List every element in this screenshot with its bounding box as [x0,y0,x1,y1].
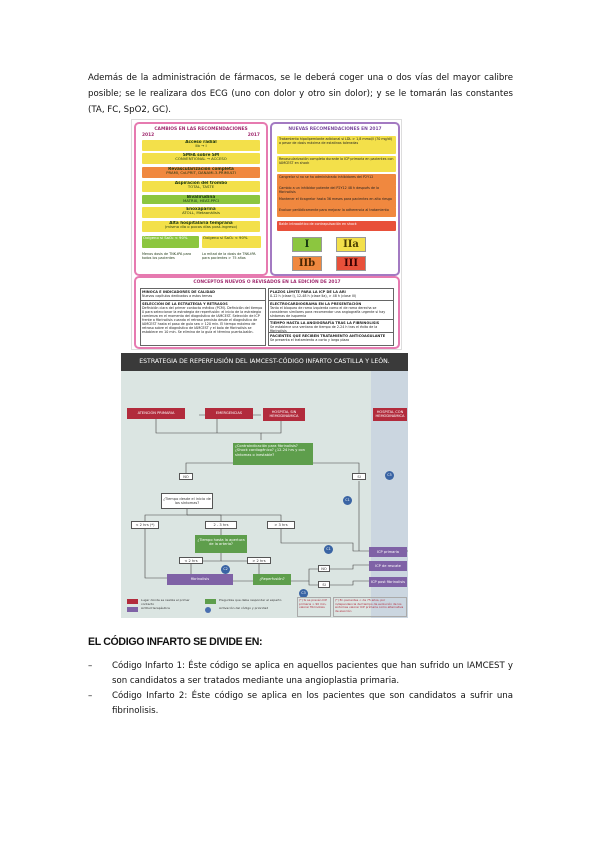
concept-anticoagulant: PACIENTES QUE RECIBEN TRATAMIENTO ANTICO… [268,332,394,346]
connector-line [187,514,282,521]
band-discharge: Alta hospitalaria temprana(mismo día o p… [142,221,260,232]
connector-line [261,421,282,434]
node-icp-post: ICP post fibrinolisis [369,577,407,587]
code-c5-circle: C5 [385,471,394,480]
tnk-note-right: La mitad de la dosis de TNK-tPA para pac… [202,252,260,266]
code-c3-circle: C3 [299,589,308,598]
node-fibrinolisis: fibrinolisis [167,574,233,585]
rec-item-3: Cangrelor si no se ha administrado inhib… [277,174,396,186]
legend-swatch-blue [205,607,211,613]
connector-line [190,553,222,574]
guidelines-infographic: CAMBIOS EN LAS RECOMENDACIONES 2012 2017… [131,119,402,350]
legend-swatch-red [127,599,138,604]
connector-line [313,462,360,473]
list-item: – Código Infarto 2: Éste código se aplic… [88,689,513,719]
node-contraindication-question: ¿Contraindicación para fibrinolisis? ¿Sh… [233,443,313,465]
legend-swatch-green [205,599,216,604]
code-c1-circle: C1 [343,496,352,505]
rec-item-7: Balón intraaórtico de contrapulsación en… [277,221,396,231]
code-c2-circle: C2 [221,565,230,574]
node-si-1: SI [352,473,366,480]
node-lt2h: < 2 hrs (*) [131,521,159,529]
class-iib: IIb [292,256,322,271]
changes-panel-title: CAMBIOS EN LAS RECOMENDACIONES [154,127,248,132]
concepts-panel: CONCEPTOS NUEVOS O REVISADOS EN LA EDICI… [134,276,400,349]
concepts-panel-title: CONCEPTOS NUEVOS O REVISADOS EN LA EDICI… [193,280,341,285]
node-icp-primaria: ICP primaria [369,547,407,557]
connector-line [330,580,369,586]
node-lt2h-b: < 2 hrs [179,557,203,564]
legend-note-2: (*) En pacientes < de 75 años, por indep… [333,597,407,617]
code-list: – Código Infarto 1: Éste código se aplic… [88,659,513,719]
rec-item-1: Tratamiento hipolipemiante adicional si … [277,136,396,154]
new-recommendations-panel: NUEVAS RECOMENDACIONES EN 2017 Tratamien… [270,122,400,276]
class-iia: IIa [336,237,366,252]
rec-item-5: Mantener el ticagrelor hasta 36 meses pa… [277,196,396,208]
list-item: – Código Infarto 1: Éste código se aplic… [88,659,513,689]
connector-line [308,581,318,586]
node-2-3h: 2 - 3 hrs [205,521,237,529]
list-item-text: Código Infarto 2: Éste código se aplica … [112,691,513,716]
node-reperfusion-question: ¿Reperfusión? [253,574,291,585]
node-time-question: ¿Tiempo desde el inicio de los síntomas? [161,493,213,509]
class-i: I [292,237,322,252]
rec-item-4: Cambio a un inhibidor potente del P2Y12 … [277,185,396,197]
reperfusion-flowchart: ESTRATEGIA DE REPERFUSIÓN DEL IAMCEST-CÓ… [121,353,408,618]
node-emergencias: EMERGENCIAS [205,408,253,419]
rec-item-6: Evaluar periódicamente para mejorar la a… [277,207,396,217]
connector-line [155,418,262,440]
section-heading: EL CÓDIGO INFARTO SE DIVIDE EN: [88,636,263,648]
node-atencion-primaria: ATENCIÓN PRIMARIA [127,408,185,419]
connector-line [185,462,233,473]
oxygen-left: Oxígeno si SaO₂ < 90% [142,236,199,248]
tnk-note-left: Menos dosis de TNK-tPA para todos los pa… [142,252,198,266]
year-left: 2012 [142,133,155,138]
dash-bullet: – [88,661,93,671]
oxygen-right: Oxígeno si SaO₂ < 90% [202,236,261,248]
node-no-1: NO [179,473,193,480]
node-gt2h: > 2 hrs [247,557,271,564]
legend-purple-text: Actitud terapéutica [141,606,170,610]
year-right: 2017 [247,133,260,138]
changes-panel: CAMBIOS EN LAS RECOMENDACIONES 2012 2017… [134,122,268,276]
connector-line [330,564,369,570]
legend-blue-text: Activación del código y prioridad [219,606,269,610]
flowchart-header: ESTRATEGIA DE REPERFUSIÓN DEL IAMCEST-CÓ… [121,353,408,371]
node-gt3h: > 3 hrs [267,521,295,529]
connector-line [291,568,318,582]
legend-green-text: Preguntas que debe responder el experto [219,598,282,602]
legend-red-text: Lugar donde se realiza el primer contact… [141,598,190,606]
intro-paragraph: Además de la administración de fármacos,… [88,73,513,115]
node-hospital-sin: HOSPITAL SIN HEMODINÁMICA [263,408,305,421]
new-recommendations-title: NUEVAS RECOMENDACIONES EN 2017 [288,127,382,132]
connector-line [144,529,168,579]
code-c1-circle: C1 [324,545,333,554]
connector-line [144,508,188,521]
class-iii: III [336,256,366,271]
concept-angiography: TIEMPO HASTA LA ANGIOGRAFÍA TRAS LA FIBR… [268,319,394,333]
legend-swatch-purple [127,607,138,612]
node-no-2: NO [318,565,330,572]
list-item-text: Código Infarto 1: Éste código se aplica … [112,661,513,686]
rec-item-2: Revascularización completa durante la IC… [277,156,396,172]
node-artery-question: ¿Tiempo hasta la apertura de la arteria? [195,535,247,553]
node-icp-rescate: ICP de rescate [369,561,407,571]
dash-bullet: – [88,691,93,701]
legend-note-1: (*) Si se prevén ICP primaria > 90 min, … [297,597,331,617]
node-hospital-con: HOSPITAL CON HEMODINÁMICA [373,408,407,421]
node-si-2: SI [318,581,330,588]
